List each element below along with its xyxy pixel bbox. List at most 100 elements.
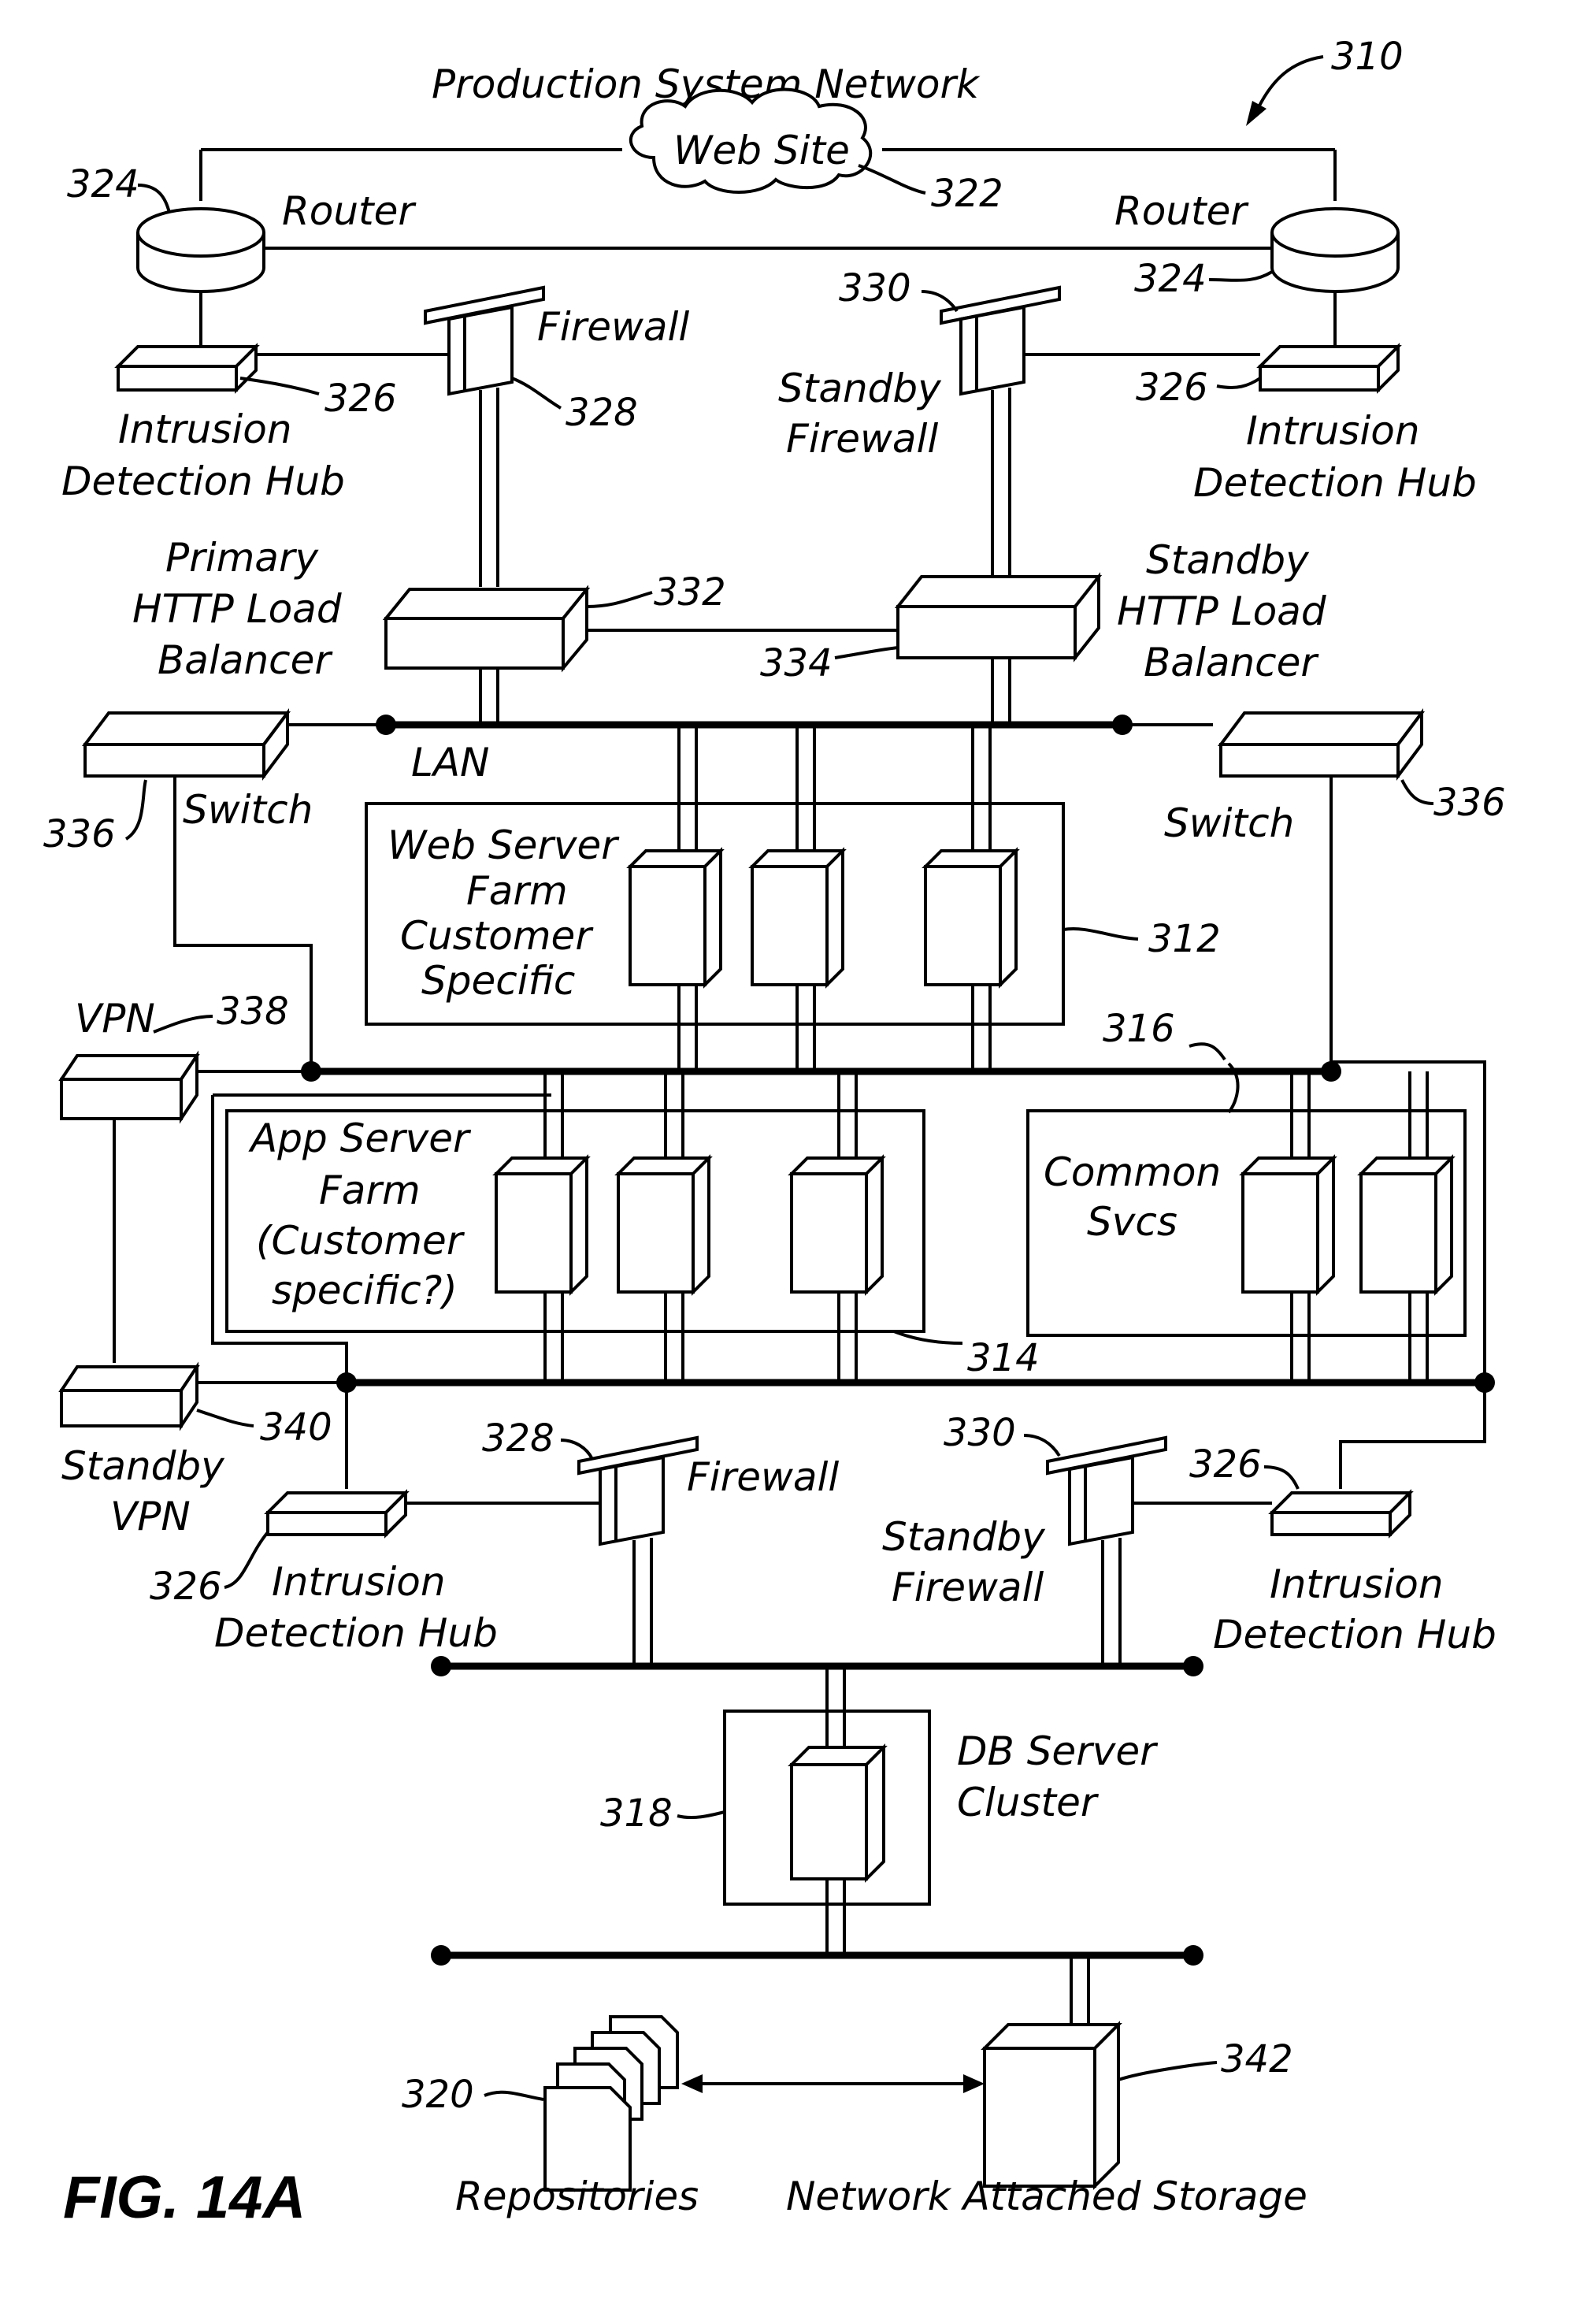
primary-lb-icon — [386, 589, 587, 668]
standby-firewall-bottom-to-db-bus-link — [1103, 1538, 1120, 1666]
switch-left-label: Switch — [183, 787, 313, 833]
firewall-top-to-lb-link — [480, 388, 498, 587]
ids-bottom-right-leader — [1264, 1467, 1298, 1489]
web-server-2-icon — [752, 725, 843, 1071]
ids-top-left-line1: Intrusion — [118, 407, 292, 452]
standby-vpn-icon — [61, 1367, 197, 1426]
web-site-label: Web Site — [673, 128, 850, 173]
switch-left-leader — [126, 780, 146, 839]
standby-firewall-bottom-line1: Standby — [882, 1514, 1046, 1560]
firewall-bottom-label: Firewall — [687, 1454, 839, 1500]
primary-lb-line1: Primary — [165, 535, 320, 581]
ref-310: 310 — [1331, 35, 1404, 79]
common-svcs-leader-2 — [1189, 1044, 1225, 1060]
storage-bus-end-left — [431, 1945, 451, 1966]
standby-firewall-bottom-leader — [1024, 1435, 1059, 1456]
common-svcs-line1: Common — [1044, 1149, 1221, 1195]
standby-firewall-top-line1: Standby — [778, 366, 942, 411]
db-cluster-leader — [677, 1812, 725, 1817]
ids-top-left-leader — [240, 378, 319, 394]
firewall-top-icon — [425, 288, 543, 394]
web-farm-ref: 312 — [1148, 917, 1221, 961]
web-farm-leader — [1063, 929, 1138, 939]
web-farm-line3: Customer — [400, 913, 594, 959]
vpn-leader — [154, 1016, 213, 1032]
standby-firewall-bottom-line2: Firewall — [892, 1565, 1044, 1610]
ids-bottom-left-line2: Detection Hub — [214, 1610, 498, 1656]
standby-firewall-top-icon — [941, 288, 1059, 394]
app-server-3-icon — [792, 1071, 882, 1383]
db-cluster-line1: DB Server — [957, 1728, 1159, 1774]
router-left-label: Router — [282, 188, 417, 234]
primary-lb-leader — [587, 592, 652, 607]
lan-junction-left — [376, 715, 396, 735]
repositories-nas-arrow — [681, 2074, 985, 2093]
db-cluster-ref: 318 — [600, 1791, 673, 1836]
standby-lb-leader — [835, 648, 898, 658]
db-bus-top-end-left — [431, 1656, 451, 1676]
storage-bus-end-right — [1183, 1945, 1203, 1966]
ids-bottom-left-leader — [224, 1532, 268, 1587]
switch-right-label: Switch — [1164, 800, 1294, 846]
nas-ref: 342 — [1221, 2037, 1293, 2081]
primary-lb-to-lan-link — [480, 668, 498, 725]
web-farm-line4: Specific — [421, 958, 575, 1004]
ids-top-right-leader — [1217, 378, 1260, 388]
ids-bottom-left-icon — [268, 1493, 406, 1535]
repositories-icon — [545, 2017, 677, 2190]
router-left-ref: 324 — [67, 162, 139, 206]
app-farm-line3: (Customer — [256, 1218, 465, 1264]
router-left-icon — [138, 209, 264, 291]
lan-junction-right — [1112, 715, 1133, 735]
ids-bottom-right-ref: 326 — [1189, 1442, 1262, 1487]
repositories-label: Repositories — [455, 2174, 699, 2219]
standby-lb-ref: 334 — [760, 641, 833, 685]
figure-caption: FIG. 14A — [63, 2164, 306, 2231]
firewall-top-leader — [512, 378, 561, 408]
ids-top-left-line2: Detection Hub — [61, 458, 345, 504]
standby-vpn-leader — [197, 1410, 254, 1426]
router-right-icon — [1272, 209, 1398, 291]
router-left-leader — [138, 185, 169, 213]
common-svcs-ref: 316 — [1103, 1007, 1175, 1051]
vpn-ref: 338 — [217, 989, 289, 1034]
ids-top-right-line2: Detection Hub — [1193, 460, 1477, 506]
app-server-1-icon — [496, 1071, 587, 1383]
ids-top-left-icon — [118, 347, 256, 390]
ids-bottom-right-icon — [1272, 1493, 1410, 1535]
nas-leader — [1118, 2062, 1217, 2080]
firewall-bottom-ref: 328 — [482, 1416, 554, 1461]
bottom-right-ids-drop — [1341, 1383, 1485, 1489]
ids-top-left-ref: 326 — [325, 377, 397, 421]
vpn-label: VPN — [75, 996, 155, 1041]
firewall-bottom-icon — [579, 1438, 697, 1544]
ids-bottom-left-line1: Intrusion — [272, 1559, 446, 1605]
ids-top-right-icon — [1260, 347, 1398, 390]
web-server-1-icon — [630, 725, 721, 1071]
router-right-leader — [1209, 272, 1272, 280]
standby-firewall-bottom-ref: 330 — [944, 1411, 1016, 1455]
firewall-bottom-leader — [561, 1440, 592, 1459]
standby-vpn-line2: VPN — [110, 1494, 191, 1539]
nas-label: Network Attached Storage — [786, 2174, 1307, 2219]
switch-right-leader — [1402, 780, 1433, 804]
app-farm-line4: specific?) — [272, 1268, 458, 1313]
db-cluster-line2: Cluster — [957, 1780, 1100, 1825]
app-farm-line2: Farm — [319, 1168, 421, 1213]
standby-vpn-line1: Standby — [61, 1443, 225, 1489]
app-farm-leader — [894, 1331, 962, 1343]
app-server-2-icon — [618, 1071, 709, 1383]
primary-lb-line3: Balancer — [158, 637, 333, 683]
app-farm-line1: App Server — [248, 1116, 472, 1161]
standby-lb-line1: Standby — [1146, 537, 1310, 583]
ids-top-right-ref: 326 — [1136, 366, 1208, 410]
standby-firewall-top-to-lb-link — [992, 388, 1010, 591]
ref-322: 322 — [931, 172, 1003, 216]
common-svcs-line2: Svcs — [1087, 1199, 1177, 1245]
standby-firewall-bottom-icon — [1048, 1438, 1166, 1544]
standby-vpn-ref: 340 — [260, 1405, 332, 1450]
switch-left-ref: 336 — [43, 812, 116, 856]
repositories-leader — [484, 2092, 543, 2099]
standby-firewall-top-ref: 330 — [839, 266, 911, 310]
